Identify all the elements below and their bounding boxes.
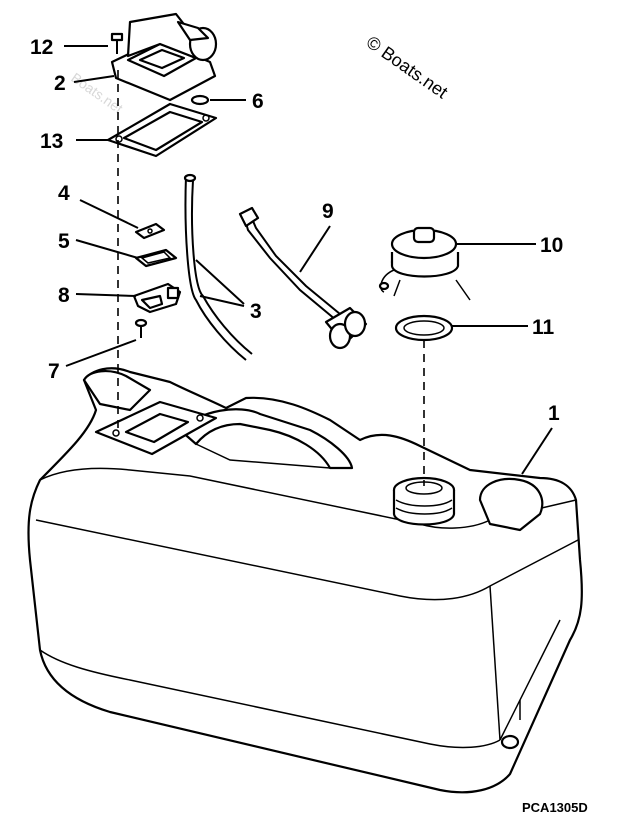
callout-11: 11	[532, 316, 555, 339]
screw-part	[110, 32, 124, 54]
bracket-part	[132, 282, 182, 314]
small-screw-part	[134, 318, 148, 338]
fuel-cap-part	[378, 226, 471, 301]
large-o-ring-part	[394, 314, 454, 342]
callout-labels: 12 2 6 13 4 5 8 3 9 10 11 7 1	[30, 36, 563, 425]
seal-part	[134, 248, 178, 268]
small-o-ring-part	[190, 94, 210, 106]
callout-10: 10	[540, 234, 563, 257]
callout-12: 12	[30, 36, 53, 59]
fuel-tank-part	[27, 367, 583, 794]
diagram-code: PCA1305D	[522, 800, 588, 815]
callout-4: 4	[58, 182, 70, 205]
callout-8: 8	[58, 284, 70, 307]
hose-part	[183, 173, 253, 361]
callout-5: 5	[58, 230, 70, 253]
leader-lines	[64, 45, 553, 475]
callout-3: 3	[250, 300, 262, 323]
fuel-connector-part	[110, 12, 218, 102]
callout-6: 6	[252, 90, 264, 113]
callout-2: 2	[54, 72, 66, 95]
fuel-gauge-float-part	[238, 206, 368, 350]
callout-9: 9	[322, 200, 334, 223]
callout-1: 1	[548, 402, 560, 425]
callout-13: 13	[40, 130, 63, 153]
clip-part	[134, 222, 166, 240]
watermark-text: © Boats.net	[363, 32, 452, 102]
callout-7: 7	[48, 360, 60, 383]
gasket-part	[106, 102, 218, 158]
